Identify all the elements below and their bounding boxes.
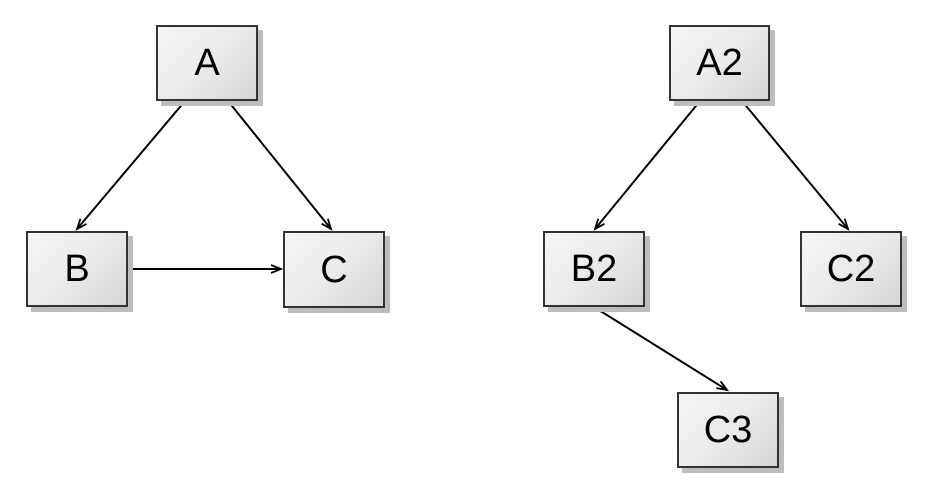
node-B[interactable]: B — [26, 231, 128, 307]
edge-A2-to-C2 — [741, 100, 850, 231]
node-C[interactable]: C — [283, 231, 385, 308]
edge-A2-to-B2 — [593, 100, 701, 231]
node-B2[interactable]: B2 — [543, 231, 645, 307]
node-C3[interactable]: C3 — [677, 392, 779, 468]
edges-group — [75, 100, 850, 392]
node-label-C: C — [320, 248, 348, 291]
node-label-C3: C3 — [703, 409, 753, 451]
node-A2[interactable]: A2 — [669, 25, 770, 101]
edge-A-to-B — [75, 100, 186, 231]
edge-A-to-C — [227, 100, 333, 231]
node-C2[interactable]: C2 — [800, 231, 902, 307]
edge-B2-to-C3 — [593, 306, 730, 392]
node-label-B2: B2 — [570, 248, 618, 290]
node-A[interactable]: A — [156, 25, 258, 101]
node-label-B: B — [64, 248, 90, 290]
node-label-A: A — [194, 42, 220, 84]
node-label-C2: C2 — [826, 248, 876, 290]
node-label-A2: A2 — [696, 42, 743, 84]
